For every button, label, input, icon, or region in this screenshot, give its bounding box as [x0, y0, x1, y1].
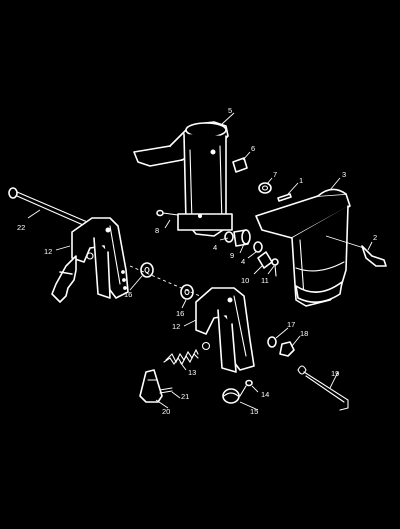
callout-12-lower: 12 — [172, 322, 180, 331]
callout-3: 3 — [342, 170, 346, 179]
callout-4-upper: 4 — [213, 243, 217, 252]
part-8-screw — [156, 209, 179, 217]
callout-4-lower: 4 — [241, 257, 245, 266]
callout-22: 22 — [17, 223, 25, 232]
callout-6: 6 — [251, 144, 255, 153]
callout-19: 19 — [331, 369, 339, 378]
leader-lines — [27, 112, 373, 411]
part-4-washer-lower — [253, 241, 263, 253]
callout-13: 13 — [188, 368, 196, 377]
callout-5: 5 — [228, 106, 232, 115]
callout-16-left: 16 — [124, 290, 132, 299]
part-1-pin — [277, 193, 292, 202]
callout-12-upper: 12 — [44, 247, 52, 256]
part-15-pad — [222, 388, 240, 404]
callout-labels: 1 2 3 4 4 5 6 7 8 9 10 11 12 12 13 14 15… — [17, 106, 377, 416]
part-19-rod — [297, 365, 349, 411]
part-7-bushing — [258, 182, 272, 194]
callout-1: 1 — [299, 176, 303, 185]
callout-18: 18 — [300, 329, 308, 338]
callout-7: 7 — [273, 170, 277, 179]
callout-14: 14 — [261, 390, 269, 399]
callout-11: 11 — [261, 276, 269, 285]
part-16-washer-left — [140, 262, 154, 278]
part-22-long-bolt — [8, 187, 93, 229]
callout-16-right: 16 — [176, 309, 184, 318]
part-11-spring-pin — [271, 258, 279, 277]
part-6-pad — [232, 157, 248, 173]
part-10-lever — [257, 251, 273, 269]
callout-21: 21 — [181, 392, 189, 401]
callout-9: 9 — [230, 251, 234, 260]
part-18-nut — [279, 341, 295, 357]
part-5-swivel-bracket — [133, 121, 233, 237]
callout-10: 10 — [241, 276, 249, 285]
part-14-screw — [239, 379, 253, 397]
part-20-clamp-pad — [139, 369, 163, 403]
callout-8: 8 — [155, 226, 159, 235]
callout-2: 2 — [373, 233, 377, 242]
part-16-washer-right — [180, 284, 194, 300]
part-3-stern-bracket — [255, 188, 351, 307]
part-12-clamp-bracket-lower — [195, 287, 255, 373]
part-13-spring — [163, 348, 199, 366]
part-9-collar — [233, 229, 251, 247]
part-12-clamp-bracket-upper — [51, 217, 129, 303]
callout-15: 15 — [250, 407, 258, 416]
part-2-t-bolt — [325, 235, 387, 267]
part-4-washer-upper — [224, 231, 234, 243]
part-17-washer — [267, 336, 277, 348]
callout-17: 17 — [287, 320, 295, 329]
part-21-pin — [159, 387, 173, 394]
callout-20: 20 — [162, 407, 170, 416]
